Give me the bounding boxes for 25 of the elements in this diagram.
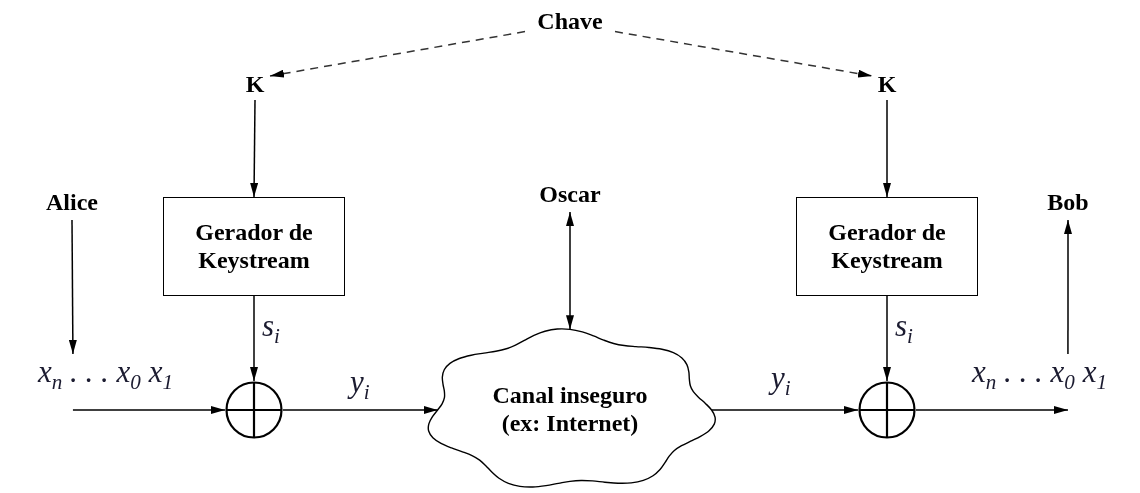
label-text: K <box>245 71 265 99</box>
label-text: Chave <box>537 8 603 36</box>
dashed-arrow <box>614 30 873 78</box>
arrow <box>883 295 891 382</box>
node-label: Gerador de Keystream <box>194 218 314 275</box>
arrow <box>250 99 259 198</box>
process-box <box>796 197 978 296</box>
formula-text: x$_{n}$ . . . x$_{0}$ x$_{1}$ <box>972 354 1107 396</box>
label-text: Alice <box>46 189 98 217</box>
node-label: Gerador de Keystream <box>827 218 947 275</box>
label-text: Bob <box>1047 189 1089 217</box>
arrow <box>710 406 859 414</box>
arrow <box>915 406 1069 414</box>
node-label: Canal inseguro (ex: Internet) <box>491 382 649 438</box>
label-text: K <box>877 71 897 99</box>
formula-text: x$_{n}$ . . . x$_{0}$ x$_{1}$ <box>38 354 173 396</box>
dashed-arrow <box>269 30 526 78</box>
arrow <box>250 295 258 382</box>
arrow <box>566 211 574 331</box>
process-box <box>163 197 345 296</box>
arrow <box>883 99 891 198</box>
arrow <box>68 219 77 355</box>
arrow <box>1064 219 1072 355</box>
arrow <box>72 406 226 414</box>
label-text: Oscar <box>539 181 601 209</box>
